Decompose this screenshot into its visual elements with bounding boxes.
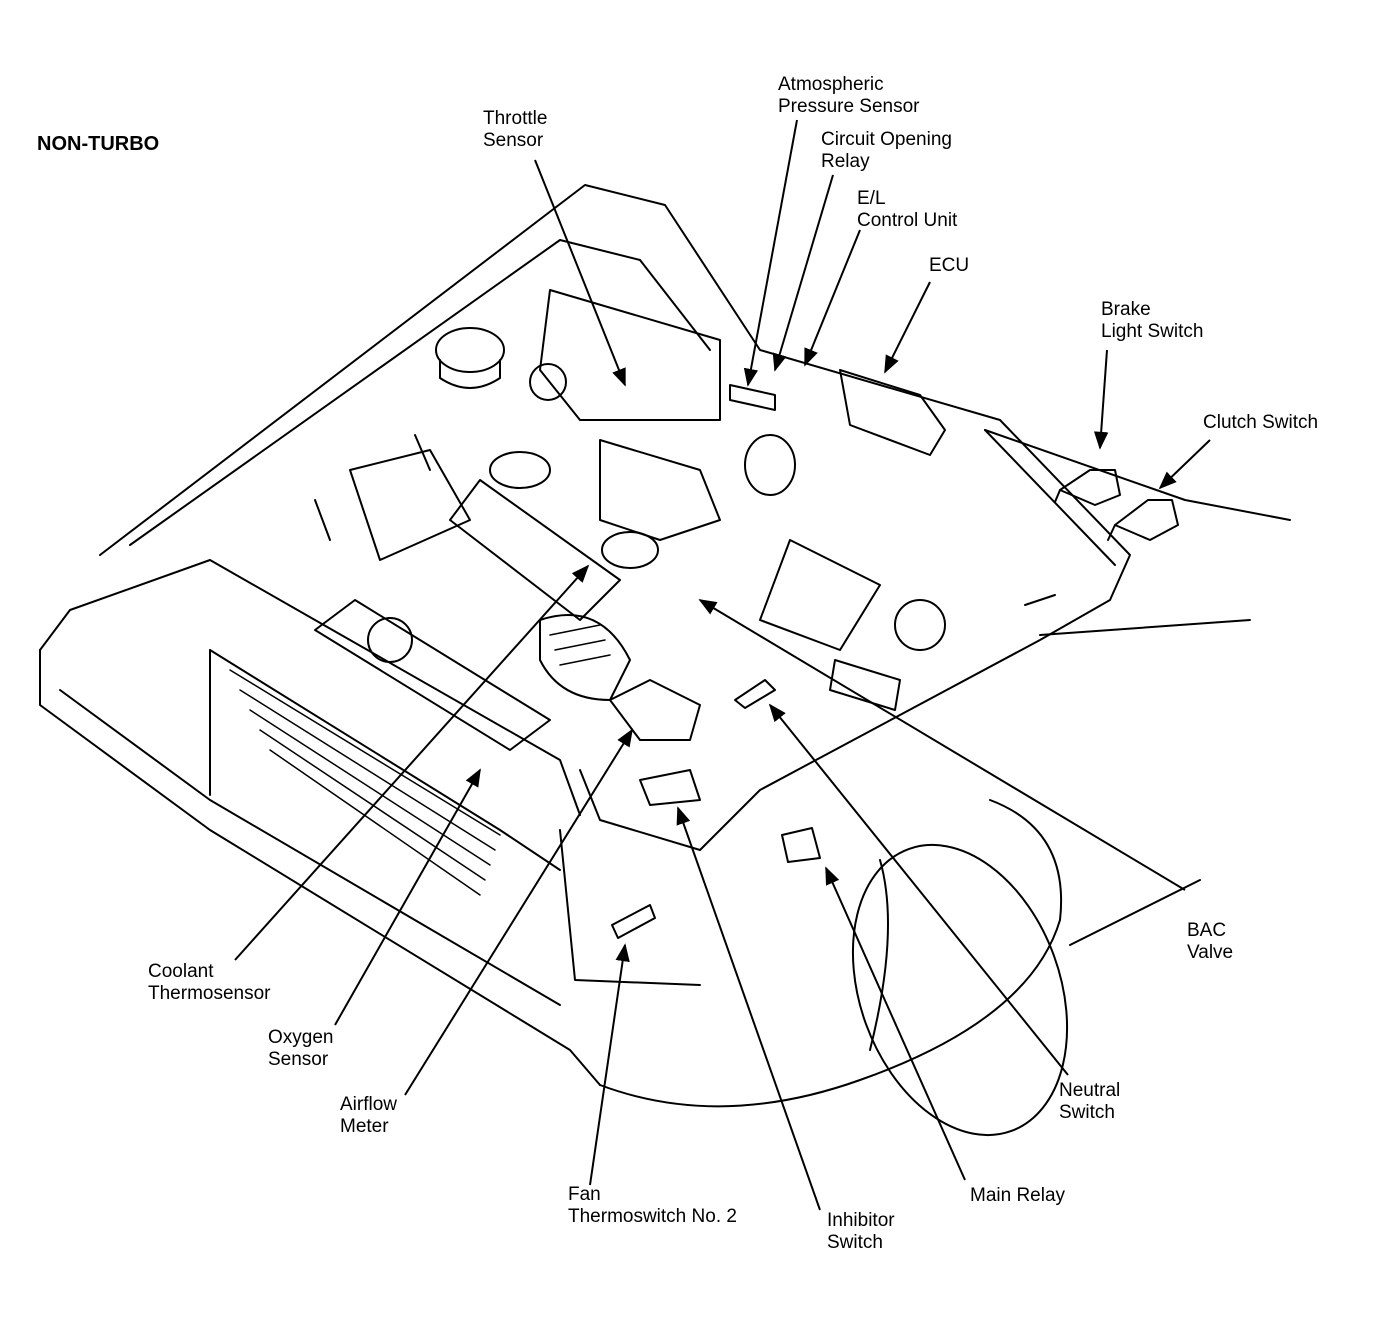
neutral-switch-leader xyxy=(768,703,1069,1076)
diagram-title: NON-TURBO xyxy=(37,133,160,155)
clutch-switch-part xyxy=(1114,499,1179,541)
bac-valve-leader xyxy=(698,599,1186,891)
main-relay-leader xyxy=(825,866,966,1181)
intake-plenum xyxy=(539,289,721,421)
battery-box xyxy=(759,539,881,651)
label-coolant-thermosensor: Coolant Thermosensor xyxy=(148,961,271,1004)
atmospheric-pressure-sensor-leader xyxy=(743,119,798,387)
el-control-unit-leader xyxy=(804,229,861,367)
label-clutch-switch: Clutch Switch xyxy=(1203,412,1319,433)
coolant-thermosensor-leader xyxy=(234,564,590,961)
ecu-leader xyxy=(884,281,931,374)
label-inhibitor-switch: Inhibitor Switch xyxy=(827,1210,895,1253)
front-bumper xyxy=(39,559,581,816)
label-atmospheric-pressure-sensor: Atmospheric Pressure Sensor xyxy=(778,74,920,117)
brake-light-switch-leader xyxy=(1093,349,1109,450)
label-neutral-switch: Neutral Switch xyxy=(1059,1080,1121,1123)
label-brake-light-switch: Brake Light Switch xyxy=(1101,299,1204,342)
radiator xyxy=(314,599,551,751)
label-el-control-unit: E/L Control Unit xyxy=(857,188,958,231)
clutch-switch-leader xyxy=(1158,439,1211,490)
wheel-arch xyxy=(599,799,1063,1108)
airflow-meter-leader xyxy=(404,728,633,1096)
oxygen-sensor-leader xyxy=(334,768,481,1026)
throttle-sensor-leader xyxy=(534,159,626,387)
fan-thermoswitch-leader xyxy=(589,943,630,1186)
label-ecu: ECU xyxy=(929,255,970,276)
brake-light-switch-part xyxy=(1059,469,1121,506)
hood-outline xyxy=(99,184,1131,851)
label-bac-valve: BAC Valve xyxy=(1187,920,1234,963)
label-fan-thermoswitch: Fan Thermoswitch No. 2 xyxy=(568,1184,737,1227)
inhibitor-switch-leader xyxy=(676,806,821,1211)
label-throttle-sensor: Throttle Sensor xyxy=(483,108,548,151)
label-oxygen-sensor: Oxygen Sensor xyxy=(268,1027,334,1070)
label-airflow-meter: Airflow Meter xyxy=(340,1094,398,1137)
label-main-relay: Main Relay xyxy=(970,1185,1066,1206)
circuit-opening-relay-leader xyxy=(772,174,834,372)
ecu-box xyxy=(839,369,946,456)
label-circuit-opening-relay: Circuit Opening Relay xyxy=(821,129,952,172)
airflow-meter-box xyxy=(609,679,701,741)
front-wheel xyxy=(851,843,1069,1137)
